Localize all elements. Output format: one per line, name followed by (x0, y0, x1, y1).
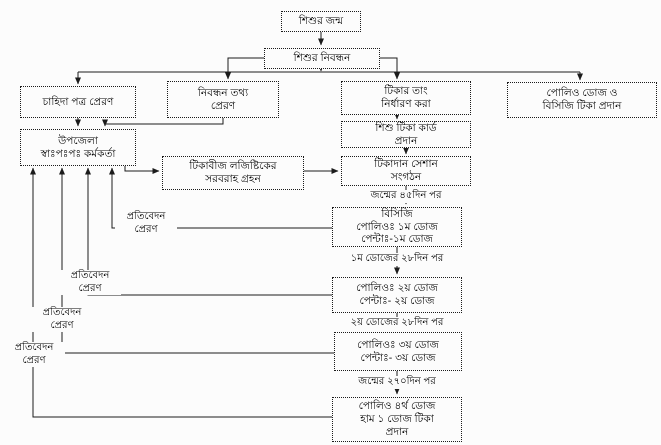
connector-to-registration-info (225, 57, 264, 80)
connector-report-dose4 (30, 167, 332, 418)
node-polio-bcg-dose: পোলিও ডোজ ও বিসিজি টিকা প্রদান (507, 82, 657, 118)
label-after-dose2-28-days: ২য় ডোজের ২৮দিন পর (325, 317, 469, 330)
connector-to-vaccination-date (380, 57, 400, 80)
node-dose3: পোলিওঃ ৩য় ডোজ পেন্টাঃ- ৩য় ডোজ (334, 332, 462, 371)
connector-upazila-logistics (124, 166, 160, 174)
connector-report-dose1 (109, 167, 332, 229)
node-dose2: পোলিওঃ ২য় ডোজ পেন্টাঃ- ২য় ডোজ (332, 277, 462, 313)
label-after-birth-270-days: জন্মের ২৭০দিন পর (332, 376, 462, 389)
node-logistics-supply: টিকাবীজ লজিষ্টিকের সরবরাহ গ্রহন (162, 156, 304, 190)
label-report-send-1: প্রতিবেদন প্রেরণ (115, 211, 177, 236)
node-child-birth: শিশুর জন্ম (281, 11, 361, 32)
connector-report-dose3 (59, 167, 334, 354)
node-registration-info: নিবন্ধন তথ্য প্রেরণ (167, 81, 279, 118)
label-after-birth-45-days: জন্মের ৪৫দিন পর (341, 190, 471, 203)
node-upazila-officer: উপজেলা স্বাঃপঃপঃ কর্মকর্তা (20, 129, 136, 166)
node-vaccination-date: টিকার তাং নির্ধারণ করা (341, 81, 471, 115)
node-dose4: পোলিও ৪র্থ ডোজ হাম ১ ডোজ টিকা প্রদান (332, 397, 462, 442)
node-dose1: বিসিজি পোলিওঃ ১ম ডোজ পেন্টাঃ-১ম ডোজ (332, 207, 462, 247)
label-after-dose1-28-days: ১ম ডোজের ২৮দিন পর (325, 253, 469, 266)
label-report-send-4: প্রতিবেদন প্রেরণ (3, 342, 65, 367)
node-child-registration: শিশুর নিবন্ধন (264, 48, 380, 69)
connector-report-dose2 (85, 167, 332, 296)
label-report-send-3: প্রতিবেদন প্রেরণ (31, 307, 93, 332)
label-report-send-2: প্রতিবেদন প্রেরণ (59, 270, 121, 295)
node-demand-letter: চাহিদা পত্র প্রেরণ (20, 86, 136, 118)
node-session-organize: টিকাদান সেশান সংগঠন (341, 156, 471, 186)
connector-reginfo-upazila (102, 118, 224, 127)
node-vaccine-card: শিশু টিকা কার্ড প্রদান (341, 121, 471, 148)
